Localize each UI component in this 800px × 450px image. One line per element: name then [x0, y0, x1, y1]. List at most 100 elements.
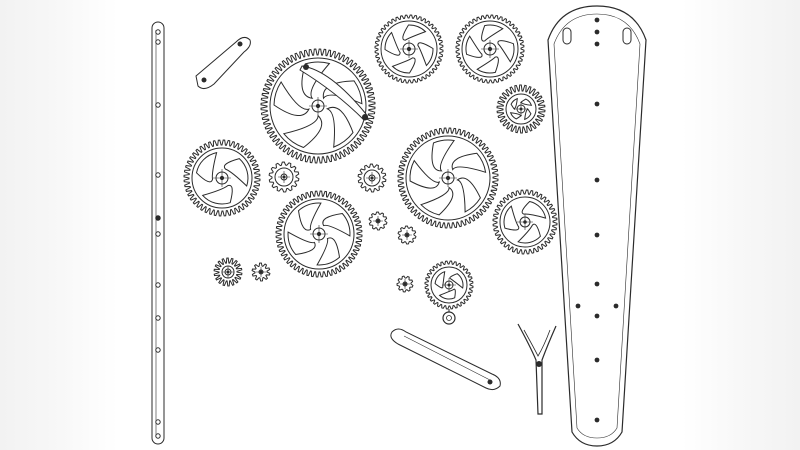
- wheel-center-left-spoke-window: [287, 231, 316, 256]
- vertical-bar-hole: [155, 419, 161, 425]
- wheel-right-spoke-window: [503, 205, 520, 231]
- wheel-center-rim: [405, 135, 491, 221]
- frame-plate-hole: [594, 177, 600, 183]
- parts-group: [151, 5, 647, 447]
- left-blurred-margin: [0, 0, 118, 450]
- large-wheel-top-rim: [269, 57, 367, 155]
- frame-plate-hole: [594, 281, 600, 287]
- large-wheel-top-spoke-window: [273, 81, 310, 116]
- wheel-left-spoke-window: [201, 184, 233, 205]
- wheel-top-b: [455, 14, 525, 84]
- frame-plate-hole: [594, 357, 600, 363]
- large-wheel-top-spoke-window: [282, 114, 323, 149]
- wheel-center-left-rim: [283, 198, 355, 270]
- large-wheel-top: [260, 48, 376, 164]
- link-arm-top-end: [201, 77, 207, 83]
- wheel-center-spoke-window: [409, 159, 441, 189]
- frame-plate-outline: [547, 5, 647, 447]
- lever-pivot: [303, 64, 309, 70]
- frame-plate-hole: [594, 29, 600, 35]
- large-wheel-top-spoke-window: [325, 106, 354, 148]
- wheel-top-b-spoke-window: [481, 24, 504, 42]
- frame-plate-hole: [594, 101, 600, 107]
- vertical-bar-hole: [155, 282, 161, 288]
- vertical-bar-hole: [155, 231, 161, 237]
- pendant-ring-outer: [442, 311, 456, 325]
- wheel-top-b-rim: [461, 20, 519, 78]
- frame-plate-hole: [594, 17, 600, 23]
- link-arm-bottom-pivot: [487, 379, 493, 385]
- escape-wheel-rim: [505, 93, 537, 125]
- vertical-bar-hole: [155, 39, 161, 45]
- wheel-center-spoke-window: [431, 139, 455, 172]
- left-vertical-bar: [151, 21, 165, 445]
- wheel-left-spoke-window: [195, 151, 218, 183]
- wheel-left: [183, 139, 261, 217]
- star-wheel: [213, 257, 243, 287]
- wheel-center: [397, 127, 499, 229]
- wheel-lower-spoke-window: [449, 273, 464, 289]
- wheel-top-a-spoke-window: [384, 31, 401, 56]
- wheel-left-center-mark: [213, 169, 231, 187]
- link-arm-bottom-line: [403, 335, 491, 381]
- wheel-center-left-center-mark: [310, 225, 328, 243]
- escape-wheel-center-mark: [514, 102, 528, 116]
- pinion-c-center-mark: [373, 216, 383, 226]
- gears-group: [183, 14, 558, 310]
- pinion-e: [396, 275, 414, 293]
- wheel-lower-spoke-window: [434, 270, 446, 289]
- wheel-top-a-spoke-window: [391, 57, 416, 74]
- wheel-top-b-center-mark: [481, 40, 499, 58]
- vertical-bar-hole: [155, 102, 161, 108]
- wheel-center-spoke-window: [451, 152, 487, 174]
- fork-crutch: [517, 323, 557, 415]
- wheel-right-rim: [499, 196, 551, 248]
- frame-plate-hole: [594, 41, 600, 47]
- wheel-right-spoke-window: [521, 200, 547, 219]
- frame-plate-hole: [594, 313, 600, 319]
- link-arm-top-pivot: [237, 41, 243, 47]
- wheel-left-spoke-window: [223, 158, 249, 187]
- link-arm-top-body: [195, 36, 251, 90]
- fork-body: [517, 323, 557, 415]
- wheel-center-center-mark: [439, 169, 457, 187]
- frame-plate-inner-outline: [553, 13, 641, 439]
- pinion-e-center-mark: [400, 279, 410, 289]
- pinion-c: [368, 211, 388, 231]
- fork-inner: [523, 329, 551, 357]
- lever-end: [362, 114, 368, 120]
- star-wheel-center-mark: [222, 266, 234, 278]
- vertical-bar-hole: [155, 172, 161, 178]
- large-wheel-top-spoke-window: [301, 61, 331, 99]
- escape-wheel: [496, 84, 546, 134]
- vertical-bar-hole: [155, 29, 161, 35]
- wheel-top-a: [374, 14, 444, 84]
- link-arm-bottom-body: [390, 328, 501, 391]
- wheel-top-b-spoke-window: [497, 40, 515, 63]
- wheel-top-a-spoke-window: [402, 24, 427, 41]
- pinion-b-rim: [363, 169, 381, 187]
- right-blurred-margin: [682, 0, 800, 450]
- wheel-center-spoke-window: [420, 186, 454, 216]
- pinion-b: [357, 163, 387, 193]
- wheel-top-b-spoke-window: [465, 35, 483, 58]
- frame-plate-hole: [575, 303, 581, 309]
- pinion-a-center-mark: [278, 171, 290, 183]
- pendant-ring: [442, 309, 456, 325]
- link-arm-bottom: [390, 328, 501, 391]
- right-frame-plate: [547, 5, 647, 447]
- link-arm-top: [195, 36, 251, 90]
- wheel-right-spoke-window: [517, 223, 541, 244]
- frame-plate-hole: [594, 232, 600, 238]
- vertical-bar-hole: [155, 315, 161, 321]
- lever-on-large-wheel: [299, 64, 369, 121]
- wheel-top-a-spoke-window: [417, 42, 434, 67]
- wheel-lower-center-mark: [442, 278, 456, 292]
- pendant-ring-inner: [446, 315, 452, 321]
- wheel-lower-rim: [430, 266, 468, 304]
- wheel-right-center-mark: [517, 214, 533, 230]
- wheel-right: [492, 189, 558, 255]
- wheel-lower: [424, 260, 474, 310]
